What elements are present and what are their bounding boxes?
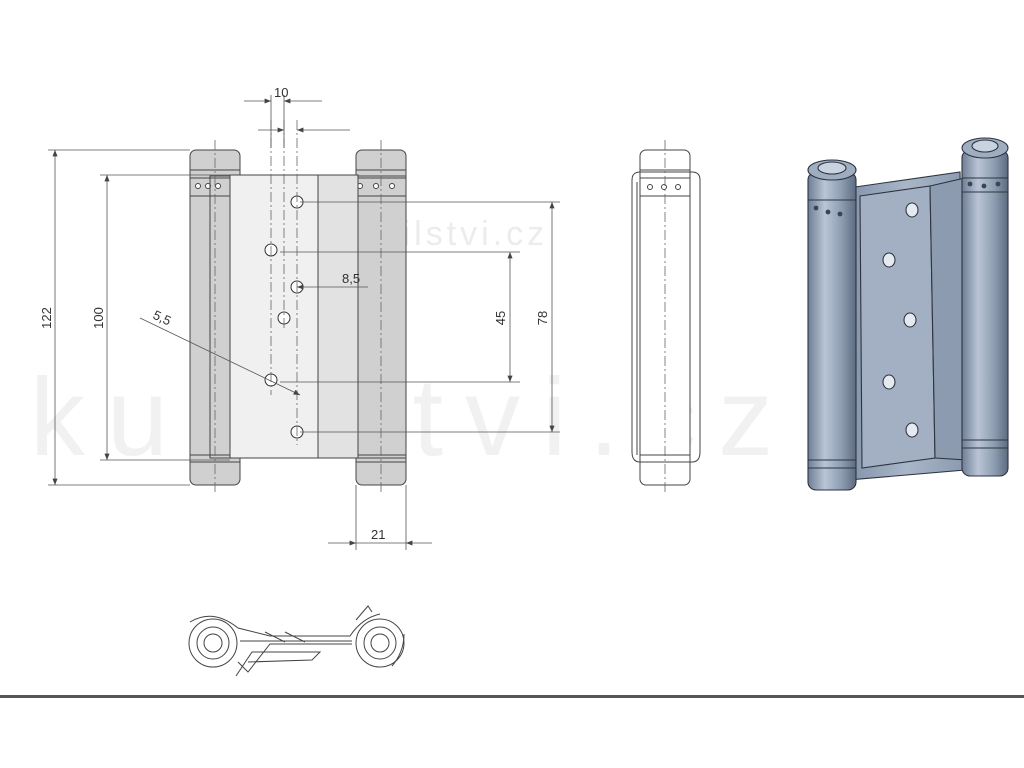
dim-label-pin-offset: 10	[274, 85, 288, 100]
dim-label-hole-diameter: 5,5	[151, 307, 174, 328]
dim-label-barrel-width: 21	[371, 527, 385, 542]
hinge-3d-render	[807, 137, 1009, 491]
main-leaf	[229, 174, 319, 459]
dim-label-height-total: 122	[39, 307, 54, 329]
dimension-labels: 10 122 100 5,5 8,5 45 78 21	[39, 85, 550, 542]
hinge-front-view-drawing	[189, 120, 407, 495]
footer-rule	[0, 695, 1024, 698]
hinge-side-view-drawing	[631, 140, 701, 495]
dim-label-hole-inset: 8,5	[342, 271, 360, 286]
front-view-dimensions	[48, 95, 560, 550]
hinge-top-profile-drawing	[188, 605, 405, 677]
dim-label-hole-spacing: 45	[493, 311, 508, 325]
dim-label-hole-span: 78	[535, 311, 550, 325]
dim-label-height-leaf: 100	[91, 307, 106, 329]
